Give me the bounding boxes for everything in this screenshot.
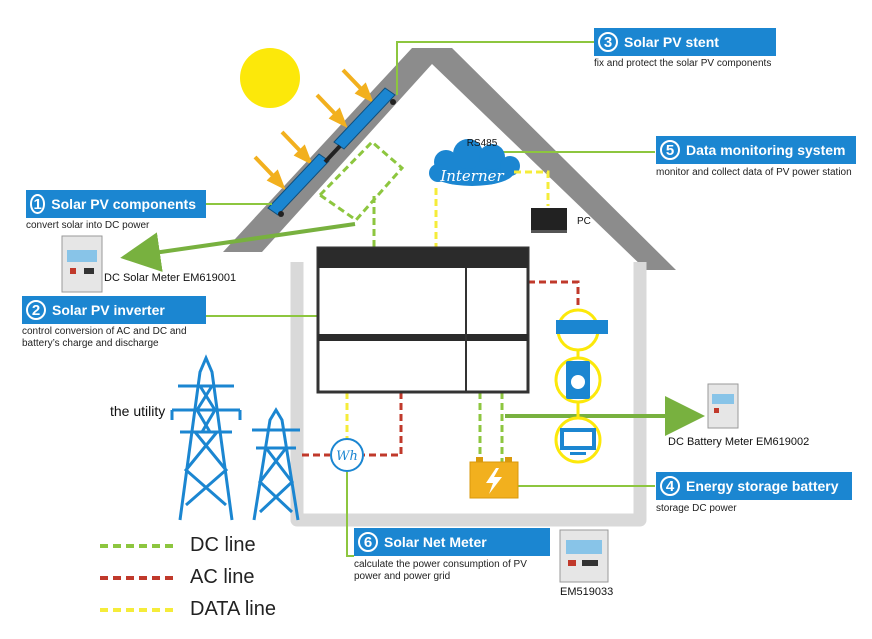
pc-stand-icon [531,230,567,233]
tag-title: Solar PV inverter [52,302,165,318]
tag-number: 4 [660,476,680,496]
utility-label: the utility [110,403,166,419]
tag-solar-pv-inverter: 2 Solar PV inverter [22,296,206,324]
desc-line: fix and protect the solar PV components [594,58,772,69]
sun-ray-arrows [253,68,374,191]
tag-number: 1 [30,194,46,214]
net-meter-device-icon [559,529,609,583]
desc-solar-pv-inverter: control conversion of AC and DC and batt… [22,326,187,350]
pc-icon [531,208,567,230]
solar-panels [267,87,396,217]
internet-cloud-icon [429,139,520,186]
desc-line: control conversion of AC and DC and [22,326,187,337]
appliance-ac-unit-icon [556,308,608,352]
desc-energy-storage-battery: storage DC power [656,503,737,515]
desc-solar-pv-components: convert solar into DC power [26,220,149,232]
rs485-label: RS485 [467,138,498,149]
internet-label: Interner [439,167,504,185]
power-tower-small-icon [252,407,300,521]
tag-energy-storage-battery: 4 Energy storage battery [656,472,852,500]
desc-line: convert solar into DC power [26,220,150,231]
tag-title: Data monitoring system [686,142,846,158]
desc-line: power and power grid [354,571,451,582]
appliance-tv-icon [554,416,602,464]
wh-meter-icon [330,438,364,472]
tag-data-monitoring-system: 5 Data monitoring system [656,136,856,164]
tag-title: Energy storage battery [686,478,839,494]
battery-icon [469,457,519,499]
dc-battery-meter-device-icon [707,383,739,429]
desc-line: calculate the power consumption of PV [354,559,527,570]
sun-icon [240,48,300,108]
inverter-cabinet [316,246,530,394]
wh-label: Wh [336,449,358,464]
desc-line: monitor and collect data of PV power sta… [656,167,852,178]
dc-battery-meter-label: DC Battery Meter EM619002 [668,436,810,448]
desc-line: battery’s charge and discharge [22,338,159,349]
tag-title: Solar PV components [51,196,196,212]
tag-solar-pv-components: 1 Solar PV components [26,190,206,218]
legend-ac-label: AC line [190,566,255,588]
tag-title: Solar Net Meter [384,534,487,550]
tag-title: Solar PV stent [624,34,719,50]
dc-solar-meter-label: DC Solar Meter EM619001 [104,272,237,284]
tag-solar-net-meter: 6 Solar Net Meter [354,528,550,556]
desc-data-monitoring-system: monitor and collect data of PV power sta… [656,167,852,179]
house-wall [290,262,647,527]
tag-number: 5 [660,140,680,160]
net-meter-model-label: EM519033 [560,586,614,598]
desc-line: storage DC power [656,503,737,514]
dc-solar-meter-device-icon [61,235,103,293]
legend-data-label: DATA line [190,598,276,620]
tag-number: 2 [26,300,46,320]
dc-lines [372,196,504,462]
tag-solar-pv-stent: 3 Solar PV stent [594,28,776,56]
tag-number: 3 [598,32,618,52]
power-tower-large-icon [170,354,242,521]
pc-label: PC [577,216,591,227]
desc-solar-net-meter: calculate the power consumption of PV po… [354,559,527,583]
ac-lines [302,280,580,457]
pv-stent [317,139,405,222]
desc-solar-pv-stent: fix and protect the solar PV components [594,58,771,70]
legend-dc-label: DC line [190,534,256,556]
appliance-washer-icon [554,356,602,404]
dc-meter-arrow [120,222,356,272]
tag-number: 6 [358,532,378,552]
leader-lines [205,41,655,557]
